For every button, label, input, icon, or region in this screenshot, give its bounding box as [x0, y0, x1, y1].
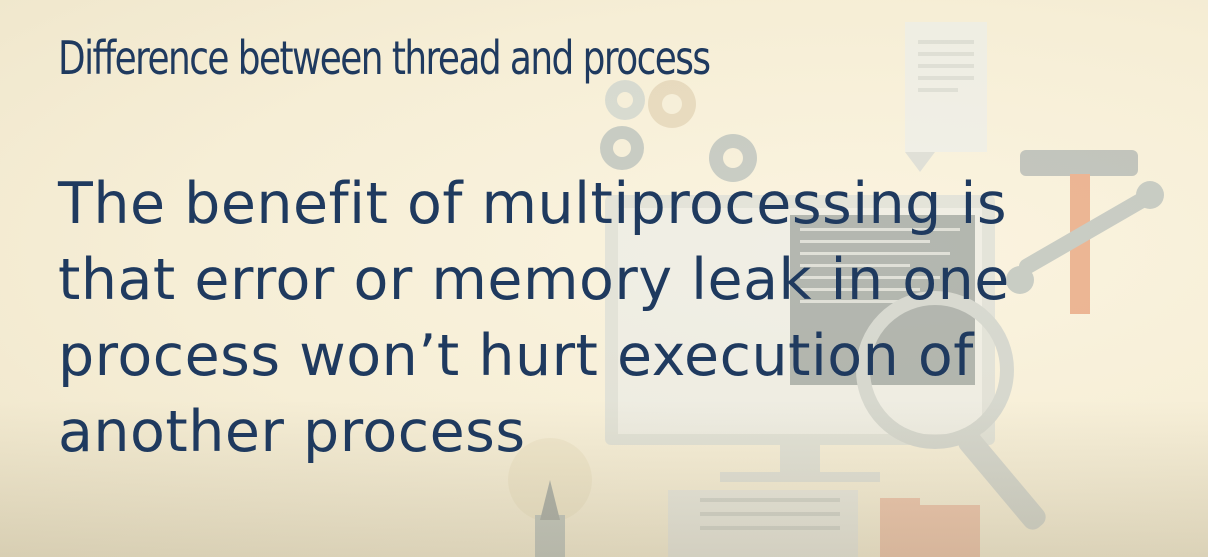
book-icon: [668, 490, 858, 557]
body-line: that error or memory leak in one: [58, 247, 1010, 313]
gear-icon: [605, 80, 645, 120]
body-line: The benefit of multiprocessing is: [58, 171, 1008, 237]
body-line: another process: [58, 399, 526, 465]
wrench-icon: [1006, 181, 1164, 294]
document-icon: [905, 22, 987, 172]
monitor-icon: [605, 195, 995, 482]
slide-title: Difference between thread and process: [58, 31, 711, 85]
lightbulb-icon: [508, 438, 592, 557]
folder-icon: [880, 498, 980, 557]
slide-body: The benefit of multiprocessing is that e…: [58, 166, 1058, 470]
body-line: process won’t hurt execution of: [58, 323, 974, 389]
gear-icon: [648, 80, 696, 128]
magnifier-icon: [856, 291, 1046, 530]
gear-icon: [709, 134, 757, 182]
gear-icon: [600, 126, 644, 170]
